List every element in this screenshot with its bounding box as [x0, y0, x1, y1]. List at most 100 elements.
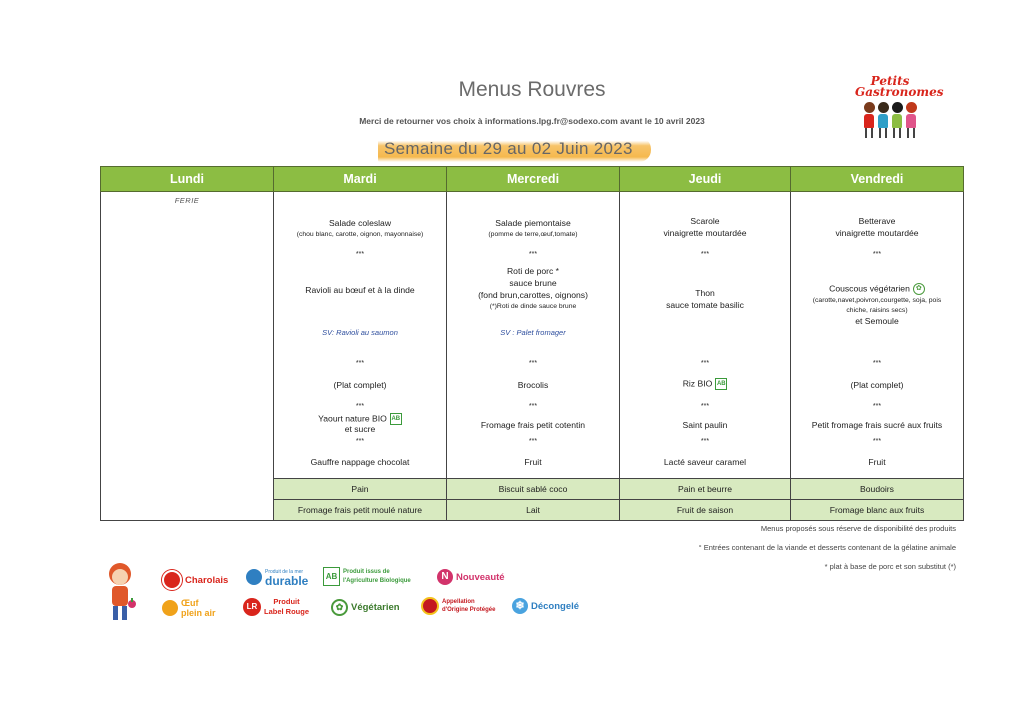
mercredi-cell: Salade piemontaise (pomme de terre,œuf,t…	[446, 191, 620, 479]
vegetarian-icon: ✿	[331, 599, 348, 616]
vendredi-plat-l3: chiche, raisins secs)	[846, 307, 908, 314]
jeudi-sep1: ***	[700, 251, 710, 258]
jeudi-entree-l1: Scarole	[690, 216, 720, 226]
mardi-sep3: ***	[355, 403, 365, 410]
vendredi-accomp: (Plat complet)	[850, 380, 904, 390]
vendredi-plat-l1-wrap: Couscous végétarien✿	[791, 283, 963, 295]
mercredi-sep3: ***	[528, 403, 538, 410]
week-banner: Semaine du 29 au 02 Juin 2023	[378, 137, 651, 162]
nouveaute-icon: N	[437, 569, 453, 585]
jeudi-sep3: ***	[700, 403, 710, 410]
jeudi-sep4: ***	[700, 438, 710, 445]
mercredi-accomp: Brocolis	[517, 380, 549, 390]
day-header-jeudi: Jeudi	[619, 166, 791, 192]
vendredi-sep1: ***	[872, 251, 882, 258]
jeudi-plat-l2: sauce tomate basilic	[666, 300, 744, 310]
fish-icon	[246, 569, 262, 585]
vendredi-sep4: ***	[872, 438, 882, 445]
ferie-label: FERIE	[174, 196, 200, 205]
legend-decongele-label: Décongelé	[531, 600, 580, 612]
day-header-mardi: Mardi	[273, 166, 447, 192]
mercredi-sv: SV : Palet fromager	[500, 328, 566, 337]
mercredi-entree: Salade piemontaise	[495, 218, 571, 228]
legend-bio-l2: l'Agriculture Biologique	[343, 577, 411, 584]
mercredi-entree-detail: (pomme de terre,œuf,tomate)	[488, 231, 578, 238]
note-porc: * plat à base de porc et son substitut (…	[824, 562, 956, 571]
mercredi-laitage: Fromage frais petit cotentin	[480, 420, 586, 430]
legend-label-l1: Produit	[273, 597, 300, 606]
mercredi-sep1: ***	[528, 251, 538, 258]
bio-icon: AB	[715, 378, 728, 390]
gouter-jeudi-2: Fruit de saison	[619, 499, 791, 521]
vendredi-entree-l2: vinaigrette moutardée	[835, 228, 919, 238]
mercredi-dessert: Fruit	[524, 457, 542, 467]
legend-vegetarien-label: Végétarien	[351, 602, 400, 613]
mardi-plat: Ravioli au bœuf et à la dinde	[305, 285, 415, 295]
vendredi-plat-l4: et Semoule	[855, 316, 899, 326]
note-gelatine: ° Entrées contenant de la viande et dess…	[698, 543, 956, 552]
legend-decongele: ❄ Décongelé	[512, 598, 579, 614]
charolais-icon	[162, 570, 182, 590]
vendredi-plat-l1: Couscous végétarien	[829, 283, 910, 294]
day-header-lundi: Lundi	[100, 166, 274, 192]
logo-text-line2: Gastronomes	[855, 85, 944, 99]
jeudi-laitage: Saint paulin	[682, 420, 728, 430]
vendredi-sep3: ***	[872, 403, 882, 410]
legend-charolais: Charolais	[162, 570, 228, 590]
legend-aop: Appellation d'Origine Protégée	[421, 597, 495, 615]
mardi-cell: Salade coleslaw (chou blanc, carotte, oi…	[273, 191, 447, 479]
legend-mer-durable: Produit de la mer durable	[246, 568, 309, 588]
vendredi-dessert: Fruit	[868, 457, 886, 467]
mercredi-plat-l4: (*)Roti de dinde sauce brune	[489, 303, 577, 310]
day-header-mercredi: Mercredi	[446, 166, 620, 192]
vendredi-laitage: Petit fromage frais sucré aux fruits	[811, 420, 943, 430]
day-header-vendredi: Vendredi	[790, 166, 964, 192]
legend-label-rouge: LR Produit Label Rouge	[243, 597, 309, 617]
mercredi-plat-l1: Roti de porc *	[506, 266, 560, 276]
vendredi-plat-l2: (carotte,navet,poivron,courgette, soja, …	[812, 297, 942, 304]
page-subtitle: Merci de retourner vos choix à informati…	[359, 116, 705, 126]
snowflake-icon: ❄	[512, 598, 528, 614]
mardi-entree: Salade coleslaw	[328, 218, 392, 228]
legend-label-l2: Label Rouge	[264, 607, 310, 616]
gouter-mercredi-2: Lait	[446, 499, 620, 521]
vendredi-sep2: ***	[872, 360, 882, 367]
gouter-mercredi-1: Biscuit sablé coco	[446, 478, 620, 500]
mardi-sep2: ***	[355, 360, 365, 367]
legend-bio-l1: Produit issus de	[343, 568, 390, 575]
mardi-accomp: (Plat complet)	[333, 380, 387, 390]
lundi-cell: FERIE	[100, 191, 274, 521]
mardi-sep4: ***	[355, 438, 365, 445]
mardi-laitage-l1: Yaourt nature BIO	[318, 413, 387, 424]
logo-text-line1: Petits	[870, 74, 910, 88]
legend-aop-l2: d'Origine Protégée	[442, 607, 496, 613]
jeudi-dessert: Lacté saveur caramel	[663, 457, 747, 467]
legend-mer-big: durable	[265, 574, 309, 588]
jeudi-accomp-text: Riz BIO	[682, 378, 713, 389]
mercredi-sep2: ***	[528, 360, 538, 367]
gouter-mardi-1: Pain	[273, 478, 447, 500]
day-header-row: Lundi Mardi Mercredi Jeudi Vendredi	[100, 166, 964, 192]
petits-gastronomes-logo: Petits Gastronomes	[855, 74, 944, 158]
legend-nouveaute-label: Nouveauté	[456, 571, 505, 583]
vendredi-entree-l1: Betterave	[858, 216, 896, 226]
egg-icon	[162, 600, 178, 616]
menu-table: Lundi Mardi Mercredi Jeudi Vendredi FERI…	[100, 166, 964, 521]
jeudi-cell: Scarole vinaigrette moutardée *** Thon s…	[619, 191, 791, 479]
page-title: Menus Rouvres	[458, 78, 606, 101]
legend-charolais-label: Charolais	[185, 574, 229, 586]
bio-icon: AB	[389, 413, 402, 425]
gouter-vendredi-2: Fromage blanc aux fruits	[790, 499, 964, 521]
jeudi-sep2: ***	[700, 360, 710, 367]
mardi-sv: SV: Ravioli au saumon	[322, 328, 398, 337]
mercredi-plat-l2: sauce brune	[509, 278, 557, 288]
label-rouge-icon: LR	[243, 598, 261, 616]
legend-vegetarien: ✿ Végétarien	[331, 599, 400, 616]
vegetarian-icon: ✿	[912, 283, 925, 295]
mercredi-sep4: ***	[528, 438, 538, 445]
note-disponibilite: Menus proposés sous réserve de disponibi…	[760, 524, 956, 533]
mercredi-plat-l3: (fond brun,carottes, oignons)	[478, 290, 588, 300]
gouter-jeudi-1: Pain et beurre	[619, 478, 791, 500]
